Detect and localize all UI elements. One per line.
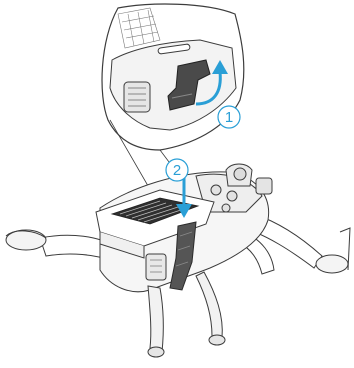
top-sensor-3 [222,204,230,212]
rear-leg-right [196,272,222,338]
side-vent [146,254,166,280]
step-2-label: 2 [173,162,181,179]
top-sensor-1 [211,185,221,195]
right-propeller [316,255,348,273]
rear-leg-left [148,286,163,352]
top-sensor-2 [227,191,237,201]
inset-detail [102,4,244,150]
step-1-badge: 1 [218,106,240,128]
inset-port [124,82,150,112]
step-1-label: 1 [225,109,233,126]
step-2-badge: 2 [166,159,188,181]
